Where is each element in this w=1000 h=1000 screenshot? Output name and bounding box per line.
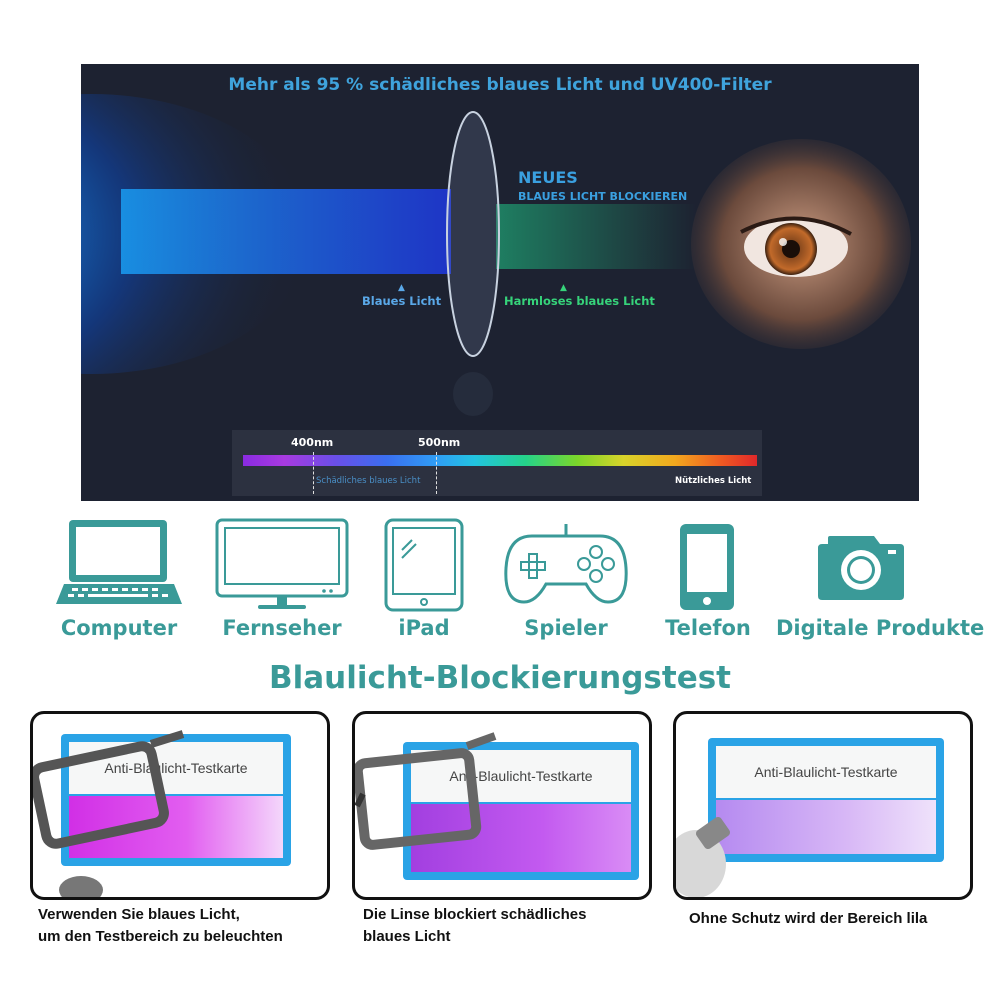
- caption-line: Ohne Schutz wird der Bereich lila: [689, 910, 928, 927]
- device-row: Computer Fernseher iPad: [0, 512, 1000, 652]
- spectrum-panel: 400nm 500nm Schädliches blaues Licht Nüt…: [232, 430, 762, 496]
- test-panel-2: Anti-Blaulicht-Testkarte: [352, 711, 652, 900]
- device-ipad: iPad: [382, 512, 466, 640]
- device-label-tv: Fernseher: [222, 616, 342, 640]
- glasses-illustration: [355, 732, 497, 850]
- marker-500: [436, 452, 437, 494]
- neues-subheading: BLAUES LICHT BLOCKIEREN: [518, 190, 688, 203]
- hero-banner: Mehr als 95 % schädliches blaues Licht u…: [81, 64, 919, 501]
- caption-line: um den Testbereich zu beleuchten: [38, 928, 283, 945]
- harmless-light-label: Harmloses blaues Licht: [504, 294, 655, 308]
- test-card-label: Anti-Blaulicht-Testkarte: [754, 764, 898, 780]
- hero-title: Mehr als 95 % schädliches blaues Licht u…: [228, 75, 772, 95]
- nm400-label: 400nm: [291, 436, 334, 449]
- caption-line: blaues Licht: [363, 928, 451, 945]
- test-card-label: Anti-Blaulicht-Testkarte: [104, 760, 248, 776]
- device-gamepad: Spieler: [502, 512, 630, 640]
- device-phone: Telefon: [665, 512, 751, 640]
- test-window: [69, 796, 283, 858]
- caption-panel-3: Ohne Schutz wird der Bereich lila: [689, 908, 927, 930]
- camera-icon: [818, 536, 904, 600]
- test-panel-1: Anti-Blaulicht-Testkarte: [30, 711, 330, 900]
- test-window: [716, 800, 936, 854]
- device-label-camera: Digitale Produkte: [776, 616, 985, 640]
- caption-line: Die Linse blockiert schädliches: [363, 906, 587, 923]
- device-label-gamepad: Spieler: [524, 616, 608, 640]
- hero-illustration: [81, 64, 919, 501]
- monitor-icon: [215, 518, 349, 609]
- device-label-phone: Telefon: [665, 616, 751, 640]
- caption-panel-1: Verwenden Sie blaues Licht, um den Testb…: [38, 904, 283, 948]
- glasses-illustration: [33, 730, 185, 897]
- harmful-light-label: Schädliches blaues Licht: [316, 476, 421, 486]
- marker-400: [313, 452, 314, 494]
- spectrum-bar: [243, 455, 757, 466]
- device-camera: Digitale Produkte: [776, 512, 984, 640]
- caption-line: Verwenden Sie blaues Licht,: [38, 906, 240, 923]
- useful-light-label: Nützliches Licht: [675, 476, 752, 486]
- triangle-up-icon: ▲: [560, 283, 567, 293]
- tablet-icon: [384, 518, 464, 612]
- device-computer: Computer: [54, 512, 184, 640]
- blue-light-label: Blaues Licht: [362, 294, 442, 308]
- triangle-up-icon: ▲: [398, 283, 405, 293]
- neues-heading: NEUES: [518, 168, 578, 187]
- laptop-icon: [56, 520, 182, 604]
- device-tv: Fernseher: [214, 512, 350, 640]
- phone-icon: [680, 524, 734, 610]
- caption-panel-2: Die Linse blockiert schädliches blaues L…: [363, 904, 586, 948]
- test-card-label: Anti-Blaulicht-Testkarte: [449, 768, 593, 784]
- flashlight-illustration: [676, 816, 731, 897]
- test-card: Anti-Blaulicht-Testkarte: [708, 738, 944, 862]
- test-panel-3: Anti-Blaulicht-Testkarte: [673, 711, 973, 900]
- gamepad-icon: [504, 524, 628, 604]
- device-label-ipad: iPad: [398, 616, 450, 640]
- nm500-label: 500nm: [418, 436, 461, 449]
- section-title: Blaulicht-Blockierungstest: [268, 660, 731, 696]
- device-label-computer: Computer: [60, 616, 178, 640]
